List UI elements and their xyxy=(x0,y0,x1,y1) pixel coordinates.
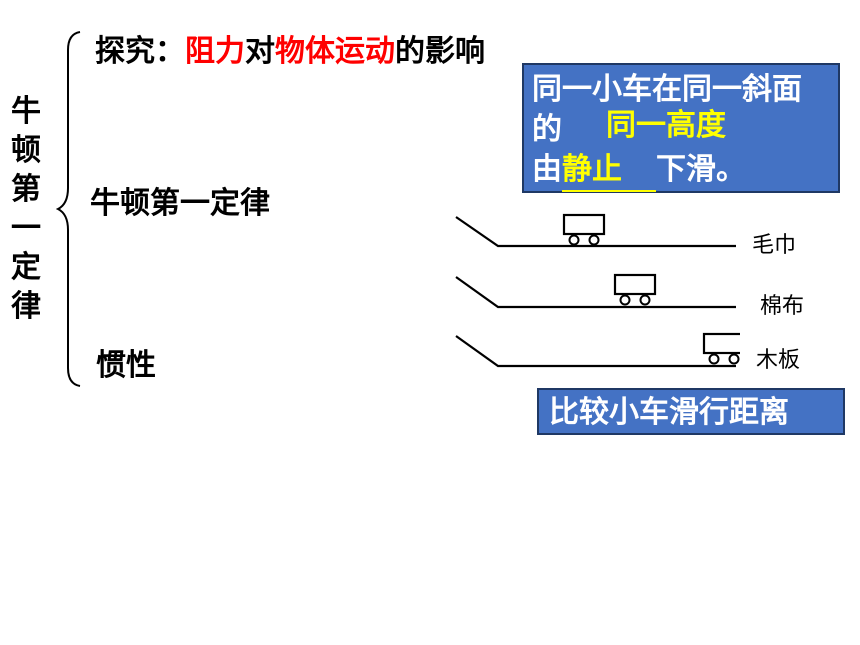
condition-box: 同一小车在同一斜面 的 同一高度 由静止下滑。 xyxy=(522,63,840,193)
answer-same-height: 同一高度 xyxy=(606,108,726,143)
surface-label-cotton: 棉布 xyxy=(760,294,805,319)
heading-connector: 对 xyxy=(245,34,275,69)
vertical-title: 牛 顿 第 一 定 律 xyxy=(6,92,46,326)
vertical-title-char: 定 xyxy=(11,250,41,285)
ramp-cotton xyxy=(455,273,736,309)
condition-line-1: 同一小车在同一斜面 xyxy=(532,72,802,107)
compare-distance-box: 比较小车滑行距离 xyxy=(537,388,845,435)
cart-icon xyxy=(613,273,657,306)
curly-brace xyxy=(56,31,81,387)
vertical-title-char: 第 xyxy=(11,172,41,207)
branch-newtons-first-law: 牛顿第一定律 xyxy=(90,186,270,221)
condition-line-2: 的 同一高度 xyxy=(532,108,832,150)
cart-icon xyxy=(702,332,740,365)
ramp-wood xyxy=(455,332,740,368)
condition-line-3: 由静止下滑。 xyxy=(532,150,832,192)
ramp-diagram xyxy=(455,213,740,368)
surface-label-wood: 木板 xyxy=(756,348,801,373)
condition-line-2-prefix: 的 xyxy=(532,112,562,147)
vertical-title-char: 律 xyxy=(11,289,41,324)
heading-prefix: 探究： xyxy=(95,34,185,69)
vertical-title-char: 牛 xyxy=(11,94,41,129)
cart-icon xyxy=(562,213,606,246)
heading-keyword-motion: 物体运动 xyxy=(275,34,395,69)
surface-label-towel: 毛巾 xyxy=(752,233,797,258)
heading-suffix: 的影响 xyxy=(395,34,485,69)
answer-at-rest: 静止 xyxy=(562,150,656,192)
heading-keyword-resistance: 阻力 xyxy=(185,34,245,69)
vertical-title-char: 一 xyxy=(11,211,41,246)
vertical-title-char: 顿 xyxy=(11,133,41,168)
ramp-towel xyxy=(455,213,736,248)
condition-line-3-suffix: 下滑。 xyxy=(656,152,746,187)
condition-line-3-prefix: 由 xyxy=(532,152,562,187)
branch-inertia: 惯性 xyxy=(96,348,156,383)
experiment-heading: 探究：阻力对物体运动的影响 xyxy=(95,26,485,70)
